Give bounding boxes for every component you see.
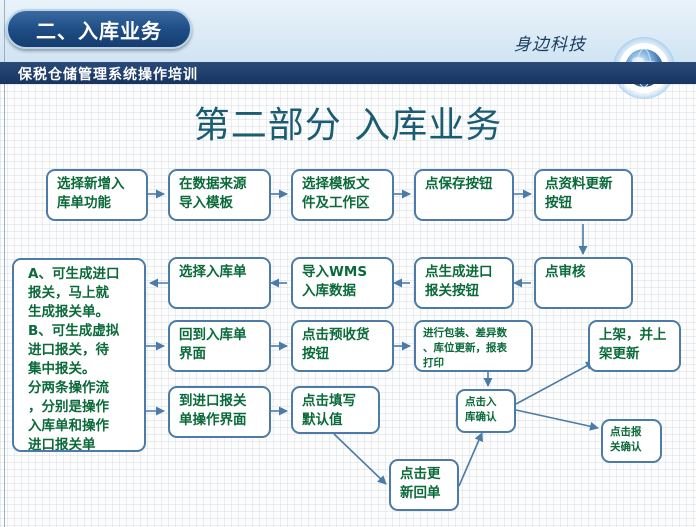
node-notes: A、可生成进口 报关，马上就 生成报关单。 B、可生成虚拟 进口报关，待 集中报… [12, 258, 146, 452]
node-click-update: 点资料更新 按钮 [534, 169, 633, 221]
node-packing-update: 进行包装、差异数 、库位更新，报表 打印 [414, 320, 533, 372]
section-title: 二、入库业务 [6, 9, 192, 49]
node-select-new-receipt: 选择新增入 库单功能 [46, 169, 148, 221]
node-to-declaration-screen: 到进口报关 单操作界面 [168, 386, 271, 438]
arrow-18 [333, 433, 387, 485]
node-generate-declaration: 点生成进口 报关按钮 [414, 257, 514, 309]
node-click-review: 点审核 [534, 257, 633, 309]
arrow-19 [458, 432, 483, 487]
node-receipt-confirm: 点击入 库确认 [456, 389, 516, 433]
page-title: 第二部分 入库业务 [193, 105, 503, 146]
arrow-17 [515, 409, 599, 431]
node-declaration-confirm: 点击报 关确认 [601, 419, 662, 463]
left-border-line [4, 0, 5, 527]
node-select-template-file: 选择模板文 件及工作区 [291, 169, 394, 221]
brand-name: 身边科技 [514, 35, 586, 55]
node-click-save: 点保存按钮 [414, 169, 514, 221]
node-click-prereceive: 点击预收货 按钮 [291, 320, 394, 372]
node-back-to-receipt: 回到入库单 界面 [168, 320, 271, 372]
node-update-receipt: 点击更 新回单 [389, 459, 459, 511]
course-subtitle: 保税仓储管理系统操作培训 [18, 67, 198, 83]
node-select-receipt: 选择入库单 [168, 257, 271, 309]
arrow-16 [515, 361, 595, 405]
node-import-wms: 导入WMS 入库数据 [291, 257, 394, 309]
subtitle-band [0, 62, 696, 84]
node-putaway: 上架，并上 架更新 [588, 320, 681, 372]
node-fill-default: 点击填写 默认值 [291, 386, 380, 434]
node-import-template: 在数据来源 导入模板 [168, 169, 271, 221]
